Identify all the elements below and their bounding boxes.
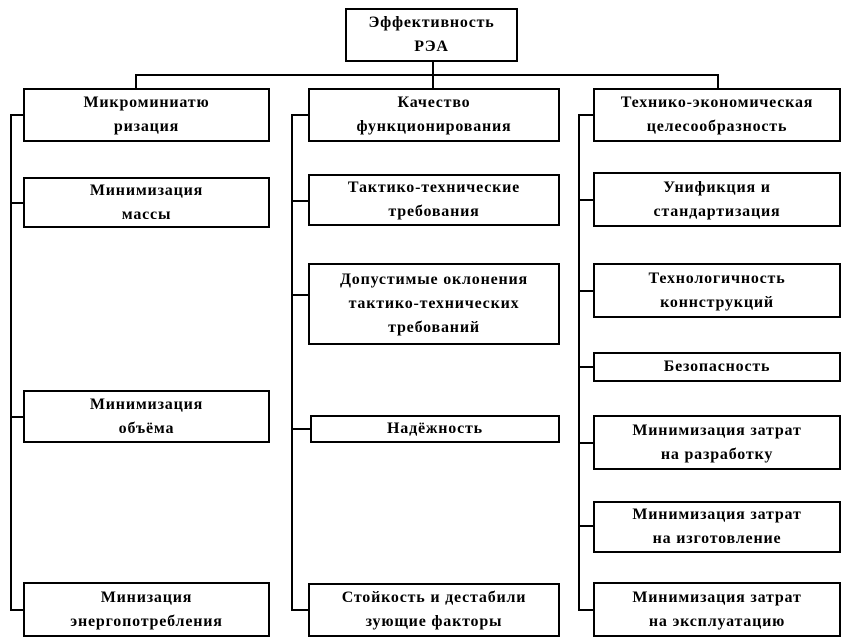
connector-line [578, 290, 593, 292]
node-minimizatsiya-zatrat-razrabotku: Минимизация затрат на разработку [593, 415, 841, 470]
connector-line [578, 199, 593, 201]
connector-line [10, 114, 23, 116]
connector-line [10, 609, 23, 611]
connector-line [135, 74, 719, 76]
node-tekhnologichnost-konstruktsiy: Технологичность коннструкций [593, 263, 841, 318]
connector-line [578, 442, 593, 444]
connector-line [10, 114, 12, 611]
connector-line [578, 114, 580, 611]
connector-line [717, 74, 719, 88]
connector-line [291, 114, 308, 116]
node-effektivnost-rea: Эффективность РЭА [345, 8, 518, 62]
connector-line [578, 525, 593, 527]
connector-line [291, 114, 293, 611]
connector-line [291, 609, 308, 611]
connector-line [432, 62, 434, 76]
node-minimizatsiya-obyoma: Минимизация объёма [23, 390, 270, 443]
connector-line [578, 609, 593, 611]
node-minimizatsiya-massy: Минимизация массы [23, 177, 270, 228]
node-dopustimye-okloneniya: Допустимые оклонения тактико-технических… [308, 263, 560, 345]
node-kachestvo-funktsionirovaniya: Качество функционирования [308, 88, 560, 142]
connector-line [291, 200, 308, 202]
connector-line [578, 114, 593, 116]
node-minizatsiya-energopotrebleniya: Минизация энергопотребления [23, 582, 270, 637]
connector-line [10, 416, 23, 418]
node-stoykost-destabiliziruyushchie: Стойкость и дестабили зующие факторы [308, 583, 560, 637]
node-minimizatsiya-zatrat-ekspluatatsiyu: Минимизация затрат на эксплуатацию [593, 582, 841, 637]
connector-line [432, 74, 434, 88]
node-mikrominiatyurizatsiya: Микроминиатю ризация [23, 88, 270, 142]
connector-line [578, 366, 593, 368]
connector-line [291, 294, 308, 296]
node-tekhniko-ekonomicheskaya: Технико-экономическая целесообразность [593, 88, 841, 142]
connector-line [291, 428, 310, 430]
node-nadyozhnost: Надёжность [310, 415, 560, 443]
node-bezopasnost: Безопасность [593, 352, 841, 382]
connector-line [135, 74, 137, 88]
node-minimizatsiya-zatrat-izgotovlenie: Минимизация затрат на изготовление [593, 501, 841, 553]
node-taktiko-tekhnicheskie-trebovaniya: Тактико-технические требования [308, 174, 560, 226]
node-unifiktsiya-standartizatsiya: Унификция и стандартизация [593, 172, 841, 227]
connector-line [10, 202, 23, 204]
